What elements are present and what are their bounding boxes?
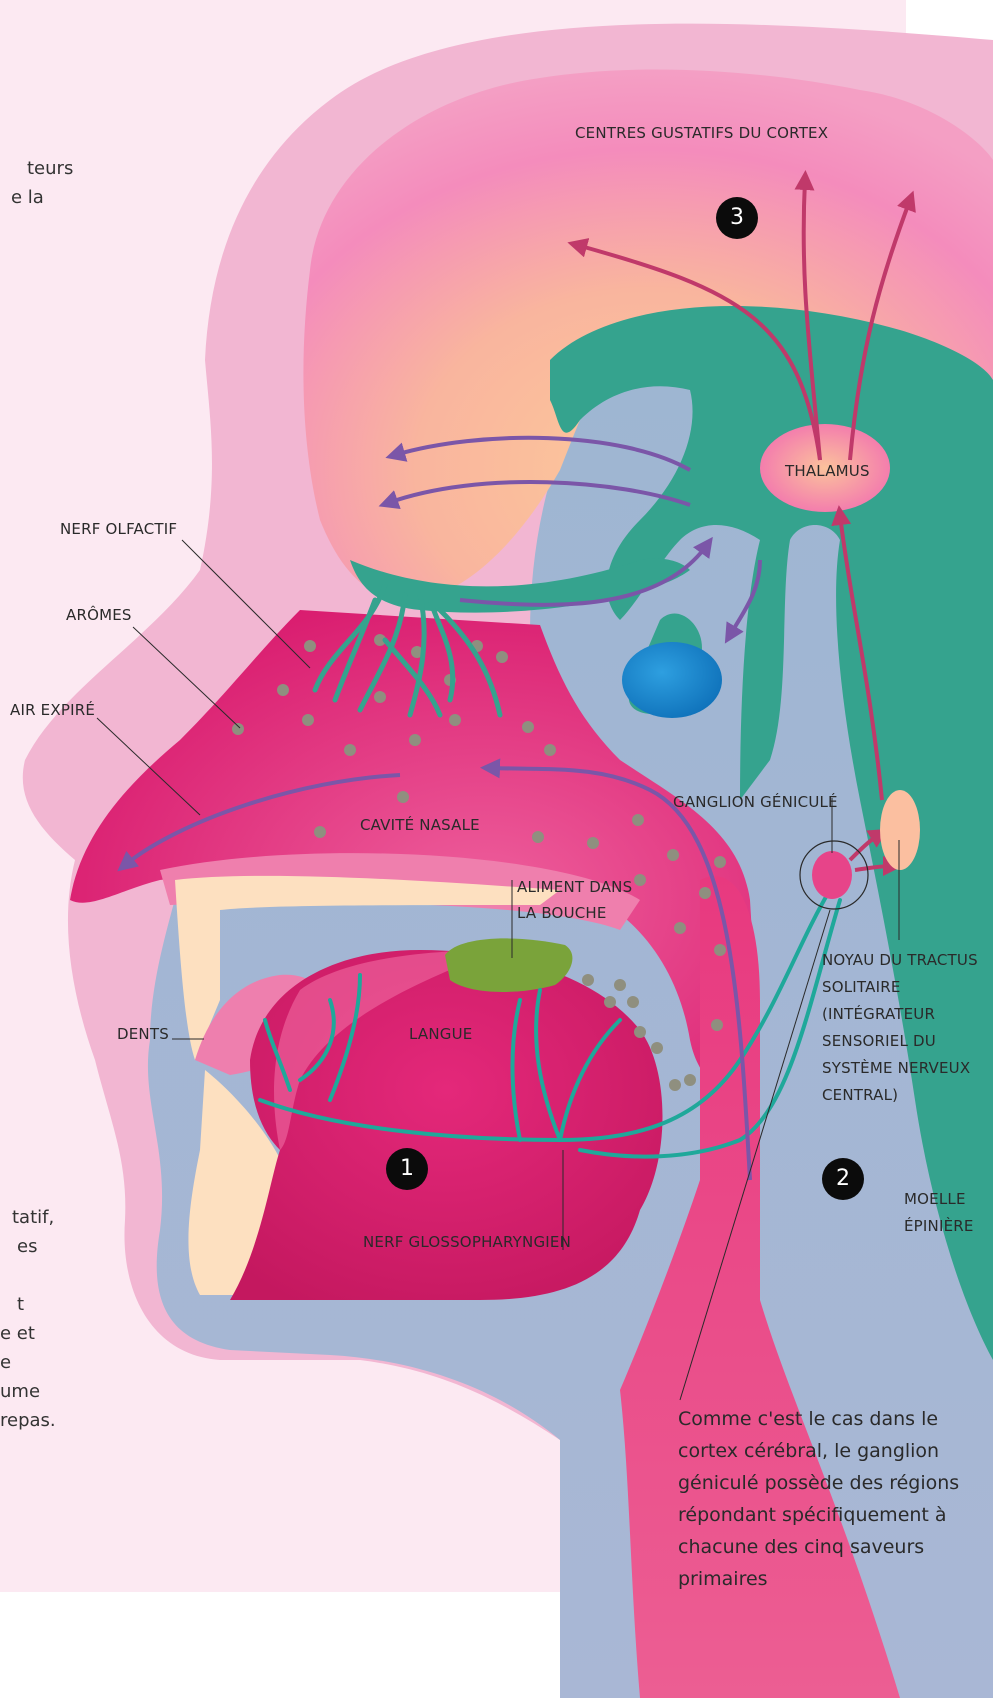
label-geniculate-ganglion: GANGLION GÉNICULÉ bbox=[673, 789, 838, 816]
geniculate-ganglion bbox=[812, 851, 852, 899]
side-text-bottom-4: t bbox=[17, 1290, 24, 1319]
side-text-bottom-7: ume bbox=[0, 1377, 40, 1406]
label-food-line1: ALIMENT DANS bbox=[517, 874, 632, 901]
label-food-line2: LA BOUCHE bbox=[517, 900, 607, 927]
label-nucleus-1: NOYAU DU TRACTUS bbox=[822, 947, 978, 974]
solitary-nucleus bbox=[880, 790, 920, 870]
marker-2: 2 bbox=[822, 1158, 864, 1200]
label-thalamus: THALAMUS bbox=[785, 458, 870, 485]
side-text-bottom-8: repas. bbox=[0, 1406, 56, 1435]
label-teeth: DENTS bbox=[117, 1021, 169, 1048]
side-text-top-2: e la bbox=[11, 183, 44, 212]
side-text-bottom-2: es bbox=[17, 1232, 37, 1261]
label-nucleus-3: (INTÉGRATEUR bbox=[822, 1001, 935, 1028]
label-nucleus-2: SOLITAIRE bbox=[822, 974, 901, 1001]
side-text-bottom-5: e et bbox=[0, 1319, 35, 1348]
caption-text: Comme c'est le cas dans le cortex cérébr… bbox=[678, 1403, 978, 1595]
side-text-bottom-6: e bbox=[0, 1348, 11, 1377]
label-olfactory-nerve: NERF OLFACTIF bbox=[60, 516, 177, 543]
label-nasal-cavity: CAVITÉ NASALE bbox=[360, 812, 480, 839]
marker-1: 1 bbox=[386, 1148, 428, 1190]
label-aromas: ARÔMES bbox=[66, 602, 132, 629]
label-spinal-2: ÉPINIÈRE bbox=[904, 1213, 974, 1240]
marker-3: 3 bbox=[716, 197, 758, 239]
label-nucleus-4: SENSORIEL DU bbox=[822, 1028, 936, 1055]
label-nucleus-6: CENTRAL) bbox=[822, 1082, 898, 1109]
food-bolus bbox=[445, 938, 572, 992]
label-nucleus-5: SYSTÈME NERVEUX bbox=[822, 1055, 970, 1082]
label-cortex: CENTRES GUSTATIFS DU CORTEX bbox=[575, 120, 828, 147]
side-text-top-1: teurs bbox=[27, 154, 73, 183]
label-tongue: LANGUE bbox=[409, 1021, 472, 1048]
side-text-bottom-1: tatif, bbox=[12, 1203, 54, 1232]
label-exhaled-air: AIR EXPIRÉ bbox=[10, 697, 95, 724]
pituitary-gland bbox=[622, 642, 722, 718]
label-glossopharyngeal: NERF GLOSSOPHARYNGIEN bbox=[363, 1229, 571, 1256]
label-spinal-1: MOELLE bbox=[904, 1186, 966, 1213]
